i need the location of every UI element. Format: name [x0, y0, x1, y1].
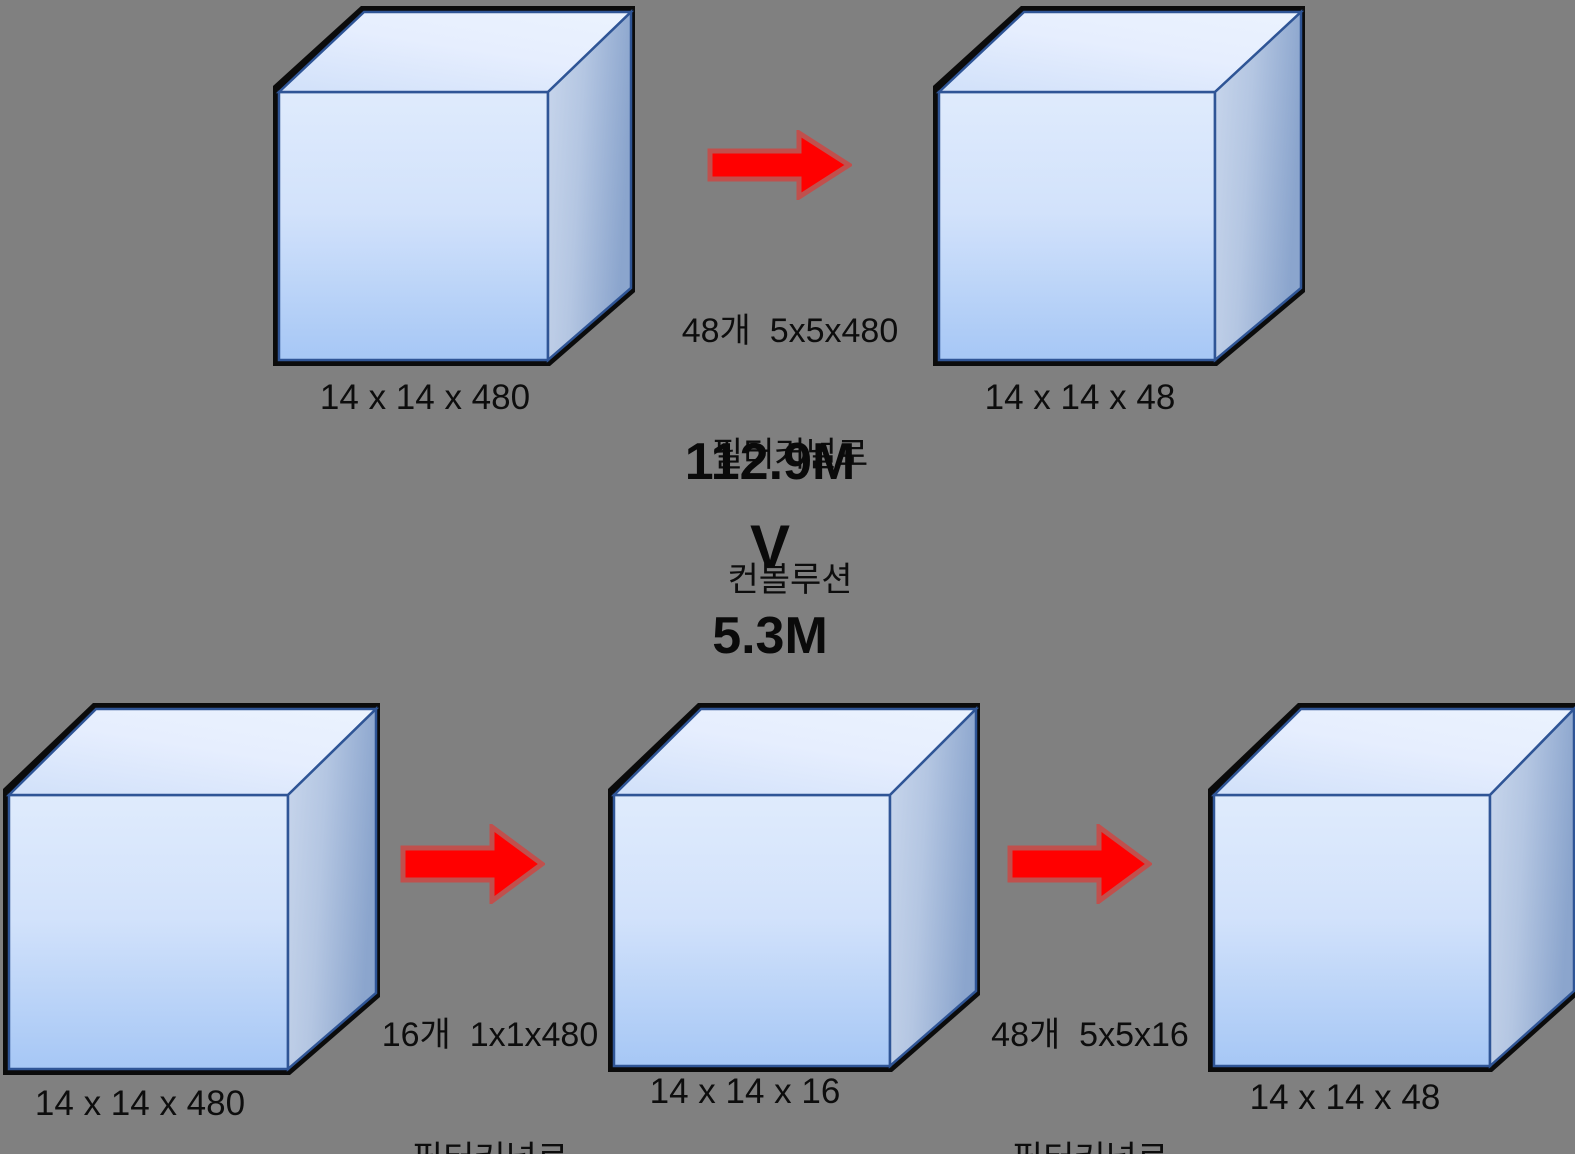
op-line-1: 16개 1x1x480 — [381, 1015, 599, 1054]
versus-symbol: V — [749, 513, 791, 580]
label-top-output-dims: 14 x 14 x 48 — [984, 378, 1176, 417]
label-bottom-middle-dims: 14 x 14 x 16 — [649, 1072, 841, 1111]
label-top-operation: 48개 5x5x480 필터커널로 컨볼루션 — [600, 228, 980, 684]
op-line-3: 컨볼루션 — [727, 560, 853, 599]
cube-front-face — [937, 90, 1217, 362]
arrow-shape — [400, 824, 545, 904]
cube-bottom-output — [1200, 697, 1575, 1079]
cube-front-face — [612, 793, 892, 1068]
cube-front-face — [1212, 793, 1492, 1068]
cube-right-face — [1213, 9, 1303, 363]
cube-front-face — [277, 90, 550, 362]
label-top-input-dims: 14 x 14 x 480 — [319, 378, 531, 417]
label-bottom-operation-1: 16개 1x1x480 필터커널로 컨볼루션 — [300, 932, 680, 1154]
cost-top-value: 112.9M — [684, 433, 856, 491]
op-line-2: 필터커널로 — [300, 1139, 680, 1154]
cube-bottom-input — [0, 697, 385, 1082]
arrow-shape — [707, 130, 852, 200]
arrow-shape — [1007, 824, 1152, 904]
cube-right-face — [546, 9, 633, 363]
cube-top-output — [925, 0, 1310, 372]
cube-bottom-middle — [600, 697, 985, 1079]
label-bottom-operation-2: 48개 5x5x16 필터커널로 컨볼루션 — [900, 932, 1280, 1154]
label-bottom-input-dims: 14 x 14 x 480 — [34, 1084, 246, 1123]
arrow-bottom-conv-2 — [1007, 824, 1152, 904]
cube-right-face — [888, 705, 978, 1069]
op-line-1: 48개 5x5x16 — [991, 1015, 1189, 1054]
arrow-bottom-conv-1 — [400, 824, 545, 904]
cost-bottom-value: 5.3M — [712, 607, 828, 665]
arrow-top-conv — [707, 130, 852, 200]
cube-right-face — [286, 706, 378, 1072]
label-bottom-output-dims: 14 x 14 x 48 — [1249, 1078, 1441, 1117]
cube-front-face — [7, 793, 290, 1071]
op-line-2: 필터커널로 — [711, 436, 869, 475]
cube-right-face — [1488, 706, 1575, 1069]
op-line-1: 48개 5x5x480 — [681, 311, 899, 350]
cube-top-input — [265, 0, 640, 372]
op-line-2: 필터커널로 — [900, 1139, 1280, 1154]
